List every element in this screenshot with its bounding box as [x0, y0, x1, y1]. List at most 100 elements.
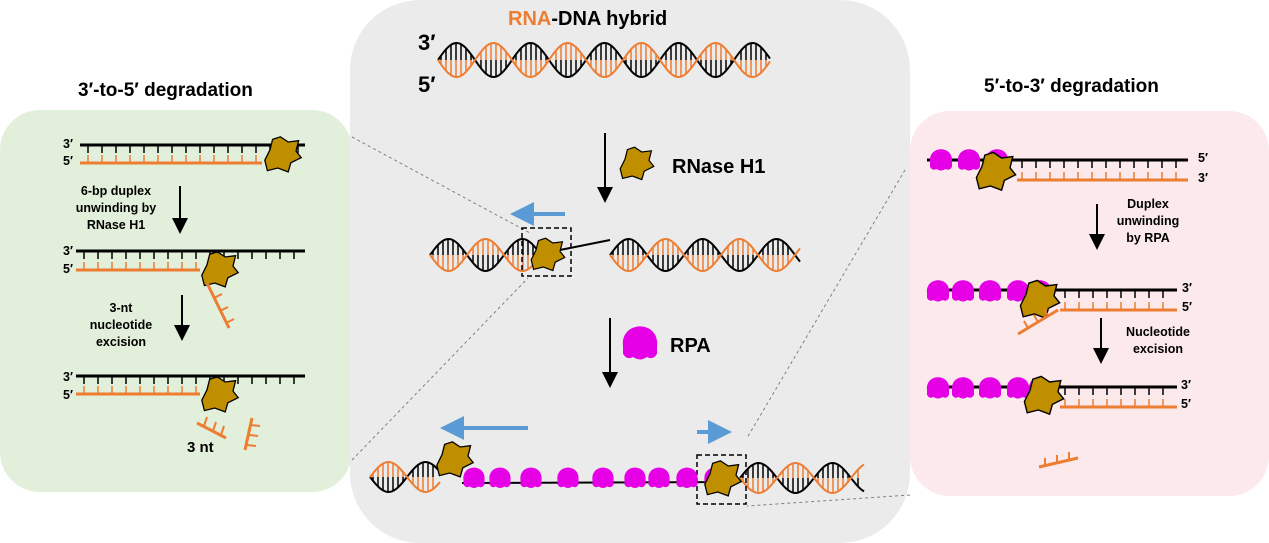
product-rung — [220, 425, 225, 436]
rnase-h1-icon — [619, 146, 655, 181]
unwound-rung — [1043, 308, 1049, 317]
left-panel-artwork — [76, 136, 305, 451]
rpa-icon — [957, 149, 981, 171]
rpa-icon — [1006, 280, 1030, 302]
rpa-icon — [489, 467, 511, 489]
helix-dna-backbone — [437, 41, 771, 79]
rpa-body — [1006, 377, 1030, 399]
right-step2-line2: excision — [1132, 342, 1184, 356]
rpa-body — [557, 467, 579, 489]
product-rung — [246, 444, 257, 447]
product-fragment-2 — [243, 417, 254, 451]
center-end-3prime: 3′ — [418, 30, 436, 55]
rnase-h1-body — [975, 151, 1017, 192]
left-step2-label: 3-nt nucleotide excision — [80, 300, 162, 351]
rnase-h1-body — [704, 460, 743, 497]
rpa-body — [676, 467, 698, 489]
zoom-line-right-bottom — [746, 494, 911, 507]
left-product-label: 3 nt — [187, 439, 214, 456]
rpa-body — [951, 280, 975, 302]
zoom-line-left-bottom — [351, 277, 529, 461]
helix-rna-dna-top — [437, 41, 771, 79]
rpa-icon — [622, 326, 658, 360]
rpa-icon — [978, 280, 1002, 302]
right-row1-end-bottom: 3′ — [1198, 171, 1208, 185]
rpa-icon — [463, 467, 485, 489]
helix-rna-backbone — [739, 461, 865, 495]
right-step1-line1: Duplex — [1127, 197, 1169, 211]
rnase-h1-icon — [201, 376, 240, 413]
left-step1-line2: unwinding by — [75, 201, 157, 215]
rnase-h1-enzymes — [436, 146, 743, 497]
right-row2-end-bottom: 5′ — [1182, 300, 1192, 314]
helix-dna-backbone — [429, 237, 545, 273]
excised-strand — [205, 282, 231, 329]
excised-rung — [213, 293, 223, 299]
zoom-guide-lines — [351, 136, 911, 507]
center-end-5prime: 5′ — [418, 72, 436, 97]
rpa-icon — [648, 467, 670, 489]
product-fragment-1 — [196, 421, 227, 440]
left-row3-end-5prime: 5′ — [63, 388, 73, 402]
left-step2-line2: nucleotide — [89, 318, 153, 332]
center-title-rna: RNA — [508, 8, 552, 30]
rnase-h1-body — [1023, 375, 1065, 416]
helix-rna-backbone — [609, 237, 801, 273]
right-row1-end-top: 5′ — [1198, 151, 1208, 165]
rpa-icon — [926, 377, 950, 399]
left-row3-end-3prime: 3′ — [63, 370, 73, 384]
rpa-body — [463, 467, 485, 489]
right-step1-line3: by RPA — [1126, 231, 1170, 245]
left-row2-end-5prime: 5′ — [63, 262, 73, 276]
rnase-h1-body — [436, 441, 475, 478]
rpa-body — [926, 377, 950, 399]
helix-rna-dna-middle — [429, 237, 801, 273]
left-row1-end-3prime: 3′ — [63, 137, 73, 151]
rpa-icon — [520, 467, 542, 489]
rpa-body — [978, 377, 1002, 399]
right-panel-artwork — [926, 149, 1188, 469]
helix-dna-backbone — [739, 461, 865, 495]
rnase-h1-icon — [201, 251, 240, 288]
rpa-body — [1006, 280, 1030, 302]
right-row2-end-top: 3′ — [1182, 281, 1192, 295]
left-title: 3′-to-5′ degradation — [78, 80, 253, 101]
rnase-h1-icon — [1019, 279, 1061, 320]
center-title: RNA-DNA hybrid — [508, 8, 667, 31]
rpa-body — [520, 467, 542, 489]
rpa-icon — [978, 377, 1002, 399]
left-step1-line1: 6-bp duplex — [80, 184, 152, 198]
rpa-body — [978, 280, 1002, 302]
right-title: 5′-to-3′ degradation — [984, 76, 1159, 97]
rpa-body — [951, 377, 975, 399]
product-rung — [212, 421, 217, 432]
helix-rna-dna-bottom — [369, 460, 865, 495]
left-row1-end-5prime: 5′ — [63, 154, 73, 168]
helix-rna-backbone — [429, 237, 545, 273]
zoom-box-left — [521, 227, 572, 277]
right-step2-line1: Nucleotide — [1126, 325, 1190, 339]
rnase-h1-icon — [264, 136, 303, 173]
rpa-icon — [592, 467, 614, 489]
rpa-icon — [926, 280, 950, 302]
rnase-h1-body — [201, 251, 240, 288]
left-row2-end-3prime: 3′ — [63, 244, 73, 258]
rpa-icon — [951, 280, 975, 302]
zoom-line-left-top — [351, 136, 531, 234]
rpa-body — [929, 149, 953, 171]
helix-dna-backbone — [369, 460, 441, 494]
excised-rung — [225, 318, 235, 324]
rpa-body — [926, 280, 950, 302]
left-step2-line3: excision — [95, 335, 147, 349]
product-rung — [248, 434, 259, 437]
unwound-rung — [1033, 314, 1039, 323]
rnase-h1-icon — [1023, 375, 1065, 416]
right-step1-line2: unwinding — [1116, 214, 1180, 228]
helix-dna-backbone — [609, 237, 801, 273]
right-step2-label: Nucleotide excision — [1118, 324, 1198, 358]
product-rung — [203, 416, 208, 427]
rnase-h1-body — [530, 237, 566, 272]
rnase-h1-icon — [436, 441, 475, 478]
rnase-h1-body — [1019, 279, 1061, 320]
helix-rna-backbone — [437, 41, 771, 79]
